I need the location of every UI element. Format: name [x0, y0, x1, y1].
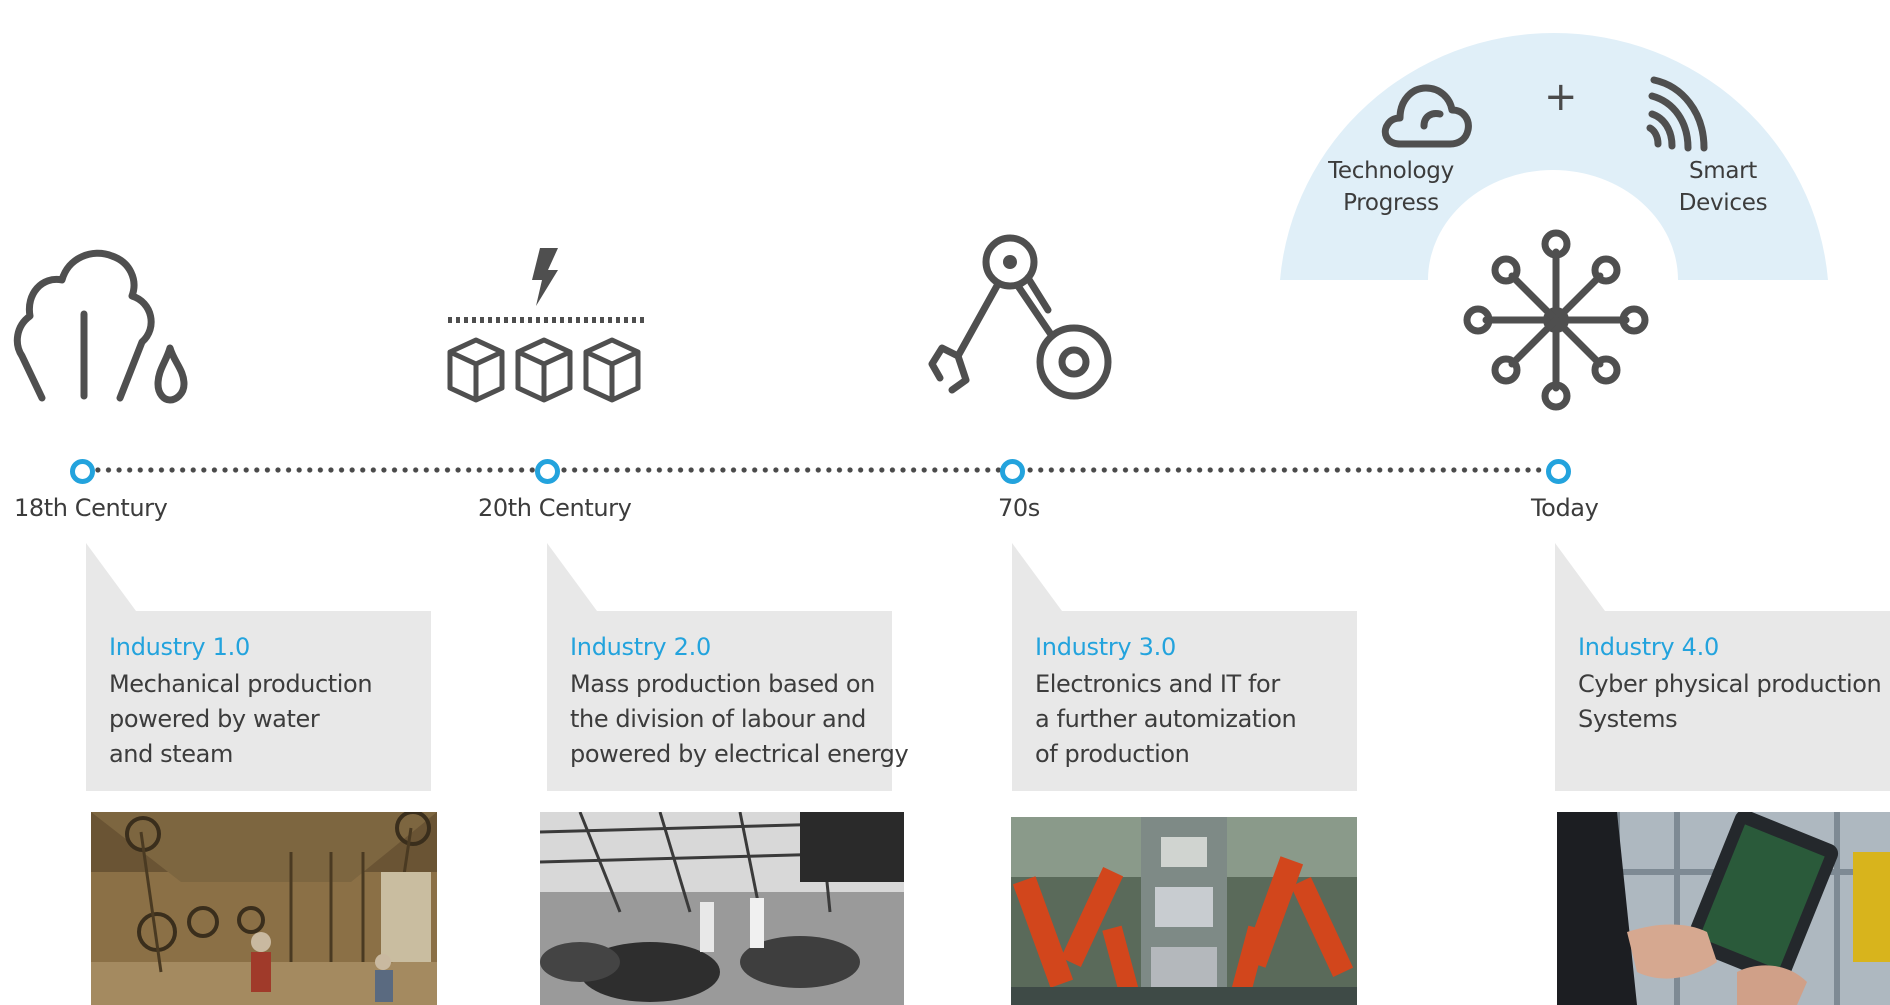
callout-desc-line: Mechanical production [109, 670, 373, 698]
callout-description: Electronics and IT for a further automiz… [1035, 667, 1297, 772]
technology-progress-line1: Technology [1328, 158, 1454, 184]
era-label-today: Today [1531, 494, 1599, 522]
callout-desc-line: Electronics and IT for [1035, 670, 1280, 698]
smart-devices-label: Smart Devices [1673, 155, 1773, 219]
wifi-signal-icon [1646, 76, 1718, 152]
callout-description: Mass production based on the division of… [570, 667, 909, 772]
technology-progress-line2: Progress [1343, 190, 1439, 216]
callout-desc-line: Systems [1578, 705, 1678, 733]
callout-title: Industry 4.0 [1578, 633, 1719, 661]
callout-desc-line: and steam [109, 740, 233, 768]
technology-arc [1280, 33, 1828, 280]
callout-desc-line: a further automization [1035, 705, 1297, 733]
era-label-18th-century: 18th Century [14, 494, 168, 522]
smart-devices-line1: Smart [1688, 158, 1758, 184]
callout-industry-4: Industry 4.0 Cyber physical production S… [1555, 543, 1890, 791]
callout-desc-line: powered by electrical energy [570, 740, 909, 768]
assembly-line-photo [540, 812, 904, 1005]
callout-industry-2: Industry 2.0 Mass production based on th… [547, 543, 909, 791]
tablet-factory-photo [1557, 812, 1890, 1005]
callout-title: Industry 1.0 [109, 633, 250, 661]
timeline-node-70s [1000, 459, 1025, 484]
robot-factory-photo [1011, 817, 1357, 1005]
smart-devices-line2: Devices [1678, 190, 1768, 216]
timeline-node-20th-century [535, 459, 560, 484]
steam-cloud-drop-icon [12, 238, 192, 408]
electricity-boxes-icon [440, 244, 650, 414]
textile-mill-photo [91, 812, 437, 1005]
callout-title: Industry 2.0 [570, 633, 711, 661]
callout-description: Mechanical production powered by water a… [109, 667, 373, 772]
plus-sign: + [1544, 74, 1578, 120]
callout-desc-line: the division of labour and [570, 705, 866, 733]
callout-description: Cyber physical production Systems [1578, 667, 1882, 737]
robot-arm-icon [912, 230, 1122, 410]
era-label-20th-century: 20th Century [478, 494, 632, 522]
cloud-icon [1378, 80, 1472, 150]
timeline-node-today [1546, 459, 1571, 484]
timeline-node-18th-century [70, 459, 95, 484]
callout-desc-line: powered by water [109, 705, 320, 733]
callout-desc-line: Cyber physical production [1578, 670, 1882, 698]
technology-progress-label: Technology Progress [1326, 155, 1456, 219]
callout-industry-1: Industry 1.0 Mechanical production power… [86, 543, 431, 791]
network-hub-icon [1462, 229, 1650, 411]
callout-desc-line: of production [1035, 740, 1190, 768]
callout-industry-3: Industry 3.0 Electronics and IT for a fu… [1012, 543, 1357, 791]
era-label-70s: 70s [998, 494, 1040, 522]
timeline-line [82, 466, 1557, 474]
callout-desc-line: Mass production based on [570, 670, 875, 698]
callout-title: Industry 3.0 [1035, 633, 1176, 661]
